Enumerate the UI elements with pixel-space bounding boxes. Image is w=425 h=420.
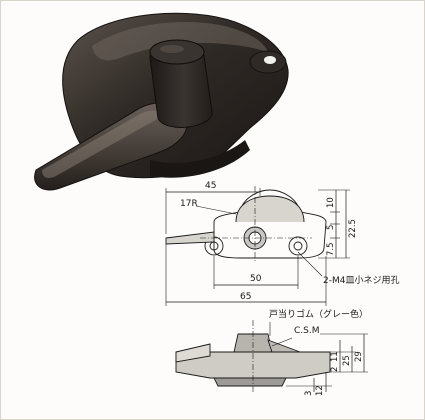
- screw-hole-note: 2-M4皿小ネジ用孔: [323, 275, 399, 286]
- dim-65: 65: [240, 292, 251, 302]
- dim-7-5: 7.5: [326, 242, 336, 256]
- plan-lever: [165, 231, 215, 245]
- plan-view: [165, 186, 350, 306]
- dim-17r: 17R: [180, 199, 198, 209]
- rubber-stop-note: 戸当りゴム（グレー色）: [269, 308, 368, 320]
- csm-note: C.S.M: [294, 326, 319, 336]
- right-screw-hole-icon: [264, 56, 276, 64]
- dim-side-2: 2: [330, 367, 340, 372]
- product-photo: [34, 12, 289, 191]
- dim-22-5: 22.5: [348, 219, 358, 238]
- dim-50: 50: [250, 274, 262, 284]
- side-lever: [175, 343, 211, 363]
- side-view: [175, 320, 368, 392]
- dim-10: 10: [326, 197, 336, 208]
- dim-side-3: 3: [304, 391, 314, 396]
- dim-side-29: 29: [354, 351, 364, 362]
- dim-5: 5: [326, 225, 336, 230]
- dim-side-25: 25: [342, 355, 352, 366]
- plan-cap: [235, 195, 305, 223]
- dim-45: 45: [205, 181, 216, 191]
- dim-side-11: 11: [330, 351, 340, 362]
- dim-side-12: 12: [315, 385, 325, 396]
- right-screw-hole-icon-plan: [288, 236, 308, 256]
- side-rubber: [213, 377, 287, 387]
